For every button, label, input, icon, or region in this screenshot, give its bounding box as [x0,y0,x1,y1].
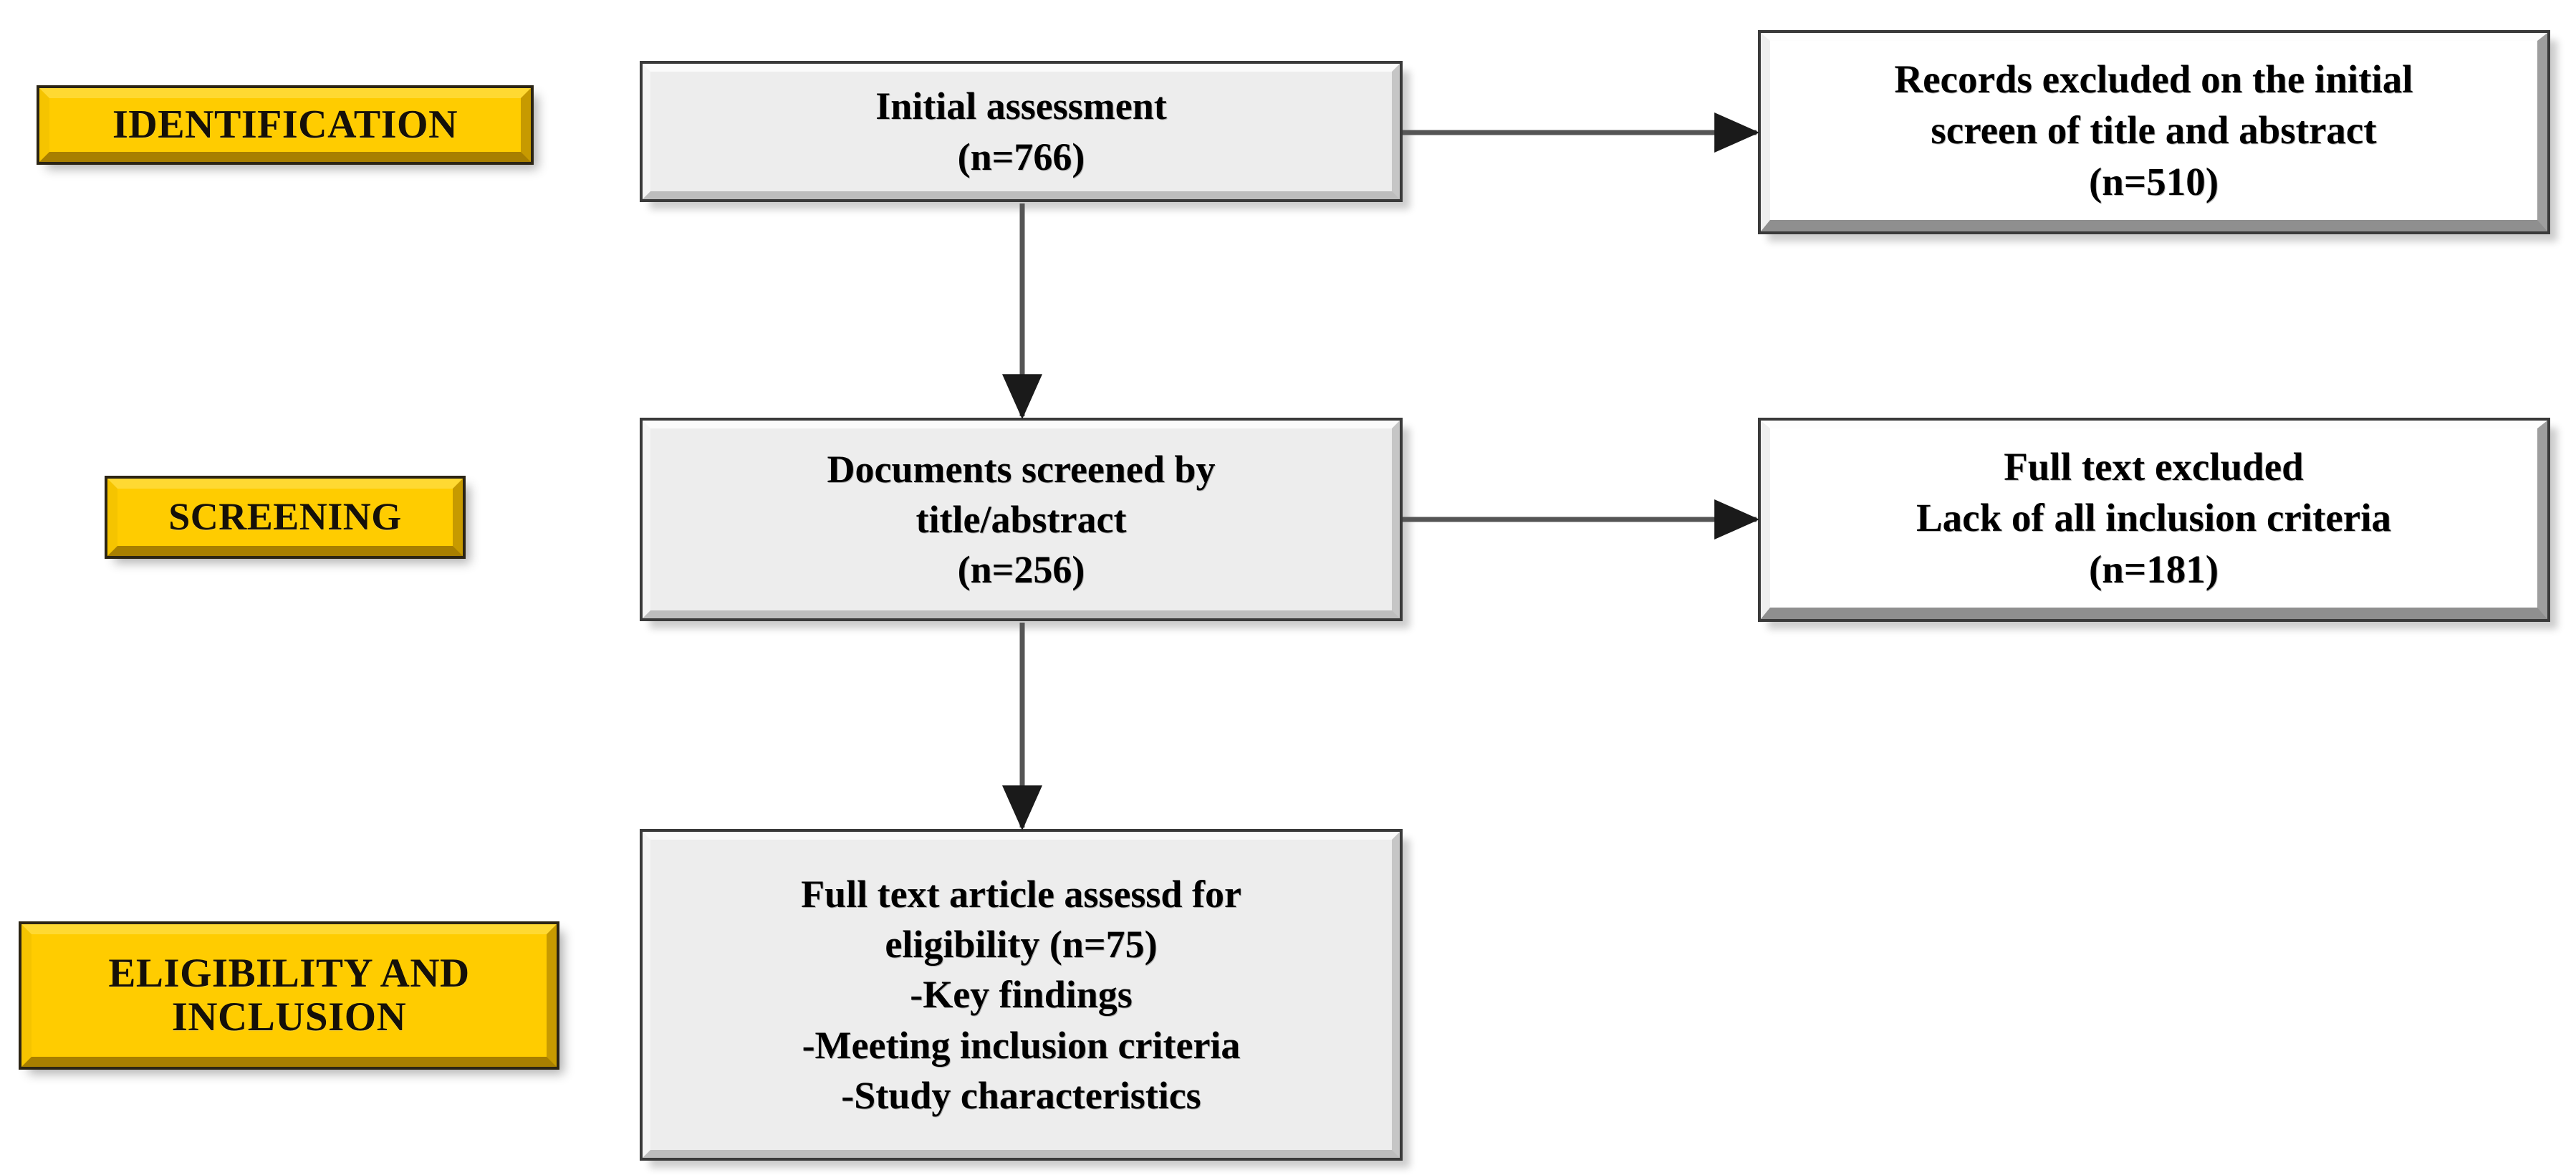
flow-box-full-text-assessed-inner: Full text article assessd for eligibilit… [643,832,1400,1158]
flow-box-initial-assessment: Initial assessment (n=766) [640,61,1403,202]
stage-badge-screening-label: SCREENING [168,495,402,539]
stage-badge-screening: SCREENING [105,476,466,559]
flow-box-initial-assessment-text: Initial assessment (n=766) [875,85,1167,178]
flow-box-full-text-excluded: Full text excluded Lack of all inclusion… [1758,418,2550,622]
flow-box-documents-screened-text: Documents screened by title/abstract (n=… [827,447,1216,592]
flow-box-documents-screened: Documents screened by title/abstract (n=… [640,418,1403,621]
flow-box-records-excluded-inner: Records excluded on the initial screen o… [1761,33,2547,231]
stage-badge-eligibility-and-inclusion-label: ELIGIBILITY AND INCLUSION [108,951,470,1040]
stage-badge-eligibility-and-inclusion: ELIGIBILITY AND INCLUSION [19,921,559,1070]
flow-box-records-excluded: Records excluded on the initial screen o… [1758,30,2550,234]
flow-box-initial-assessment-inner: Initial assessment (n=766) [643,64,1400,199]
flow-box-full-text-assessed-for-eligibility: Full text article assessd for eligibilit… [640,829,1403,1161]
flow-box-documents-screened-inner: Documents screened by title/abstract (n=… [643,421,1400,618]
flow-box-full-text-excluded-inner: Full text excluded Lack of all inclusion… [1761,421,2547,619]
flow-box-full-text-assessed-text: Full text article assessd for eligibilit… [801,873,1241,1117]
stage-badge-identification: IDENTIFICATION [37,85,534,165]
flow-box-full-text-excluded-text: Full text excluded Lack of all inclusion… [1916,444,2391,591]
stage-badge-identification-label: IDENTIFICATION [112,102,458,147]
flow-box-records-excluded-text: Records excluded on the initial screen o… [1894,57,2413,203]
